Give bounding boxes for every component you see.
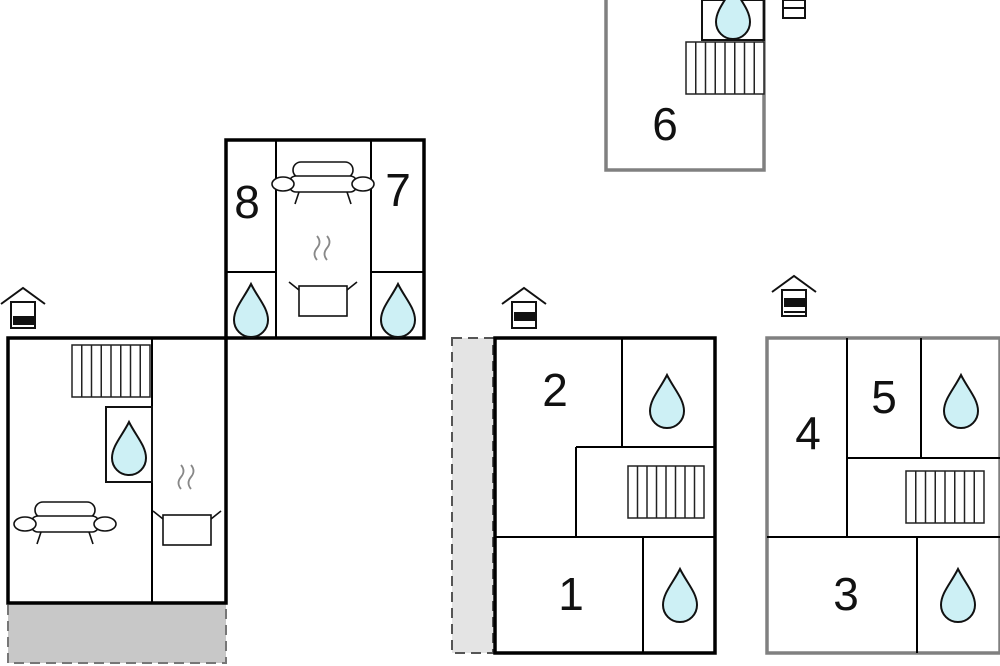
room-number: 3 bbox=[833, 568, 859, 620]
staircase-group bbox=[71, 41, 985, 524]
living-sofa-icon bbox=[271, 161, 375, 205]
kitchen-pot-icon bbox=[152, 464, 222, 546]
house-level-icon bbox=[0, 287, 46, 329]
bathroom-drop-icon bbox=[943, 374, 979, 429]
room-number: 5 bbox=[871, 371, 897, 423]
house-level-icon bbox=[501, 287, 547, 329]
bathroom-drop-icon bbox=[233, 283, 269, 338]
house-level-icon bbox=[782, 0, 806, 19]
building-middle bbox=[451, 336, 717, 655]
bathroom-drop-icon bbox=[715, 0, 751, 40]
staircase-icon bbox=[685, 41, 765, 95]
room-number: 6 bbox=[652, 98, 678, 150]
bathroom-drop-icon bbox=[111, 421, 147, 476]
terrace-left bbox=[7, 602, 227, 664]
bathroom-drop-icon bbox=[649, 374, 685, 429]
terrace-middle bbox=[451, 337, 494, 654]
house-level-icon bbox=[771, 275, 817, 317]
building-left bbox=[6, 138, 426, 664]
room-number: 4 bbox=[795, 407, 821, 459]
kitchen-pot-icon bbox=[288, 235, 358, 317]
staircase-icon bbox=[905, 470, 985, 524]
room-number: 8 bbox=[234, 176, 260, 228]
bathroom-drop-icon bbox=[662, 568, 698, 623]
room-number: 7 bbox=[385, 164, 411, 216]
staircase-icon bbox=[71, 344, 151, 398]
bathroom-drop-icon bbox=[940, 568, 976, 623]
room-number: 2 bbox=[542, 364, 568, 416]
living-sofa-icon bbox=[13, 501, 117, 545]
bathroom-drop-icon bbox=[380, 283, 416, 338]
building-right bbox=[765, 336, 1000, 655]
staircase-icon bbox=[627, 465, 705, 519]
room-number: 1 bbox=[558, 568, 584, 620]
